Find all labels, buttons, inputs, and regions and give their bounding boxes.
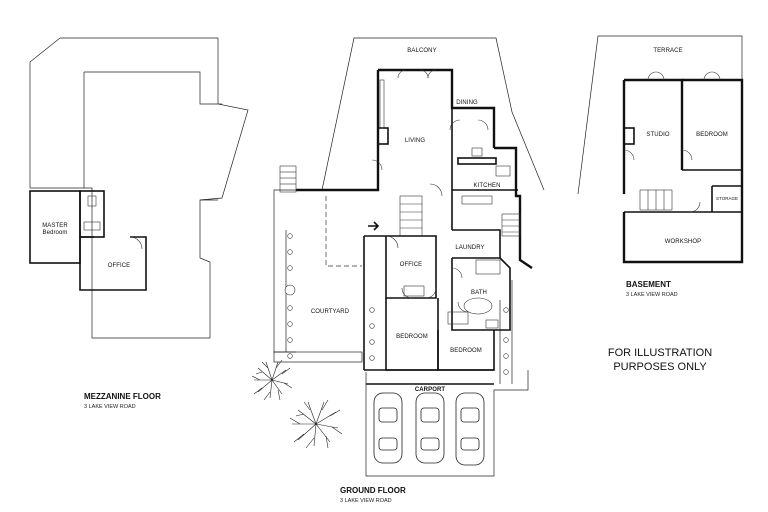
wardrobe-icon [403,285,425,297]
bath-label: BATH [471,290,487,296]
kitchen-bench [457,157,497,165]
bathtub-icon [463,297,493,315]
storage-label: STORAGE [716,196,738,201]
ground-floor-address: 3 LAKE VIEW ROAD [340,498,392,504]
courtyard-boundary [273,189,296,353]
ground-floor-plan: BALCONY DINING LIVING KITCHEN LAUNDRY OF… [251,37,545,504]
wardrobe-icon [447,311,469,325]
living-label: LIVING [405,138,426,144]
laundry-room [452,229,501,259]
basement-stairs [639,189,673,211]
door-swings [371,119,489,313]
mezzanine-outline [29,37,249,339]
kitchen-label: KITCHEN [473,183,500,189]
mezzanine-address: 3 LAKE VIEW ROAD [84,404,136,410]
kitchen-sink-icon [471,147,483,157]
basement-address: 3 LAKE VIEW ROAD [626,292,678,298]
mezz-office-label: OFFICE [108,263,131,269]
courtyard-dashed-line [325,196,362,267]
mezzanine-office-room [79,236,147,291]
carport-planters [503,307,509,375]
door-swing-icon [129,236,143,250]
basement-door-swings [623,71,721,213]
carport-label: CARPORT [415,387,446,393]
courtyard-label: COURTYARD [311,309,350,315]
tree-icon [251,359,293,401]
laundry-label: LAUNDRY [455,245,484,251]
balcony-doors [397,69,437,79]
laundry-sink-icon [475,259,501,275]
dining-label: DINING [456,100,478,106]
car-icon-1 [373,392,403,464]
stairs-east [501,213,521,237]
ground-exterior-wall [296,70,380,192]
office-room [364,235,437,299]
car-icon-3 [455,392,485,466]
stairs-central [399,195,423,237]
tree-icon [289,399,343,449]
basement-fireplace-icon [623,127,635,145]
courtyard-planters [284,233,375,361]
cooktop-icon [495,165,511,177]
bath-room [451,257,511,331]
basement-plan: TERRACE STUDIO BEDROOM STORAGE WORKSHOP … [577,35,744,298]
island-bench [461,195,493,205]
studio-label: STUDIO [646,132,669,138]
fireplace-icon [377,127,389,145]
workshop-label: WORKSHOP [665,239,701,245]
car-icon-2 [415,392,445,464]
toilet-icon [87,195,97,207]
bedroom-2-label: BEDROOM [450,348,482,354]
disclaimer-line-1: FOR ILLUSTRATION [608,347,712,359]
vanity-icon [83,221,101,231]
office-label: OFFICE [400,262,423,268]
disclaimer-line-2: PURPOSES ONLY [613,361,707,373]
ground-floor-title: GROUND FLOOR [340,486,406,495]
terrace-label: TERRACE [653,48,682,54]
basement-exterior-wall [624,78,684,170]
mezzanine-title: MEZZANINE FLOOR [84,392,161,401]
living-joinery [379,79,385,129]
bath-vanity-icon [485,319,499,329]
basement-bedroom-label: BEDROOM [696,132,728,138]
bedroom-1-label: BEDROOM [396,334,428,340]
carport-outline [365,370,529,477]
balcony-label: BALCONY [407,48,436,54]
balcony-outline [321,37,545,191]
basement-title: BASEMENT [626,280,671,289]
entry-arrow-icon [368,221,380,231]
stairs-west [279,165,297,193]
